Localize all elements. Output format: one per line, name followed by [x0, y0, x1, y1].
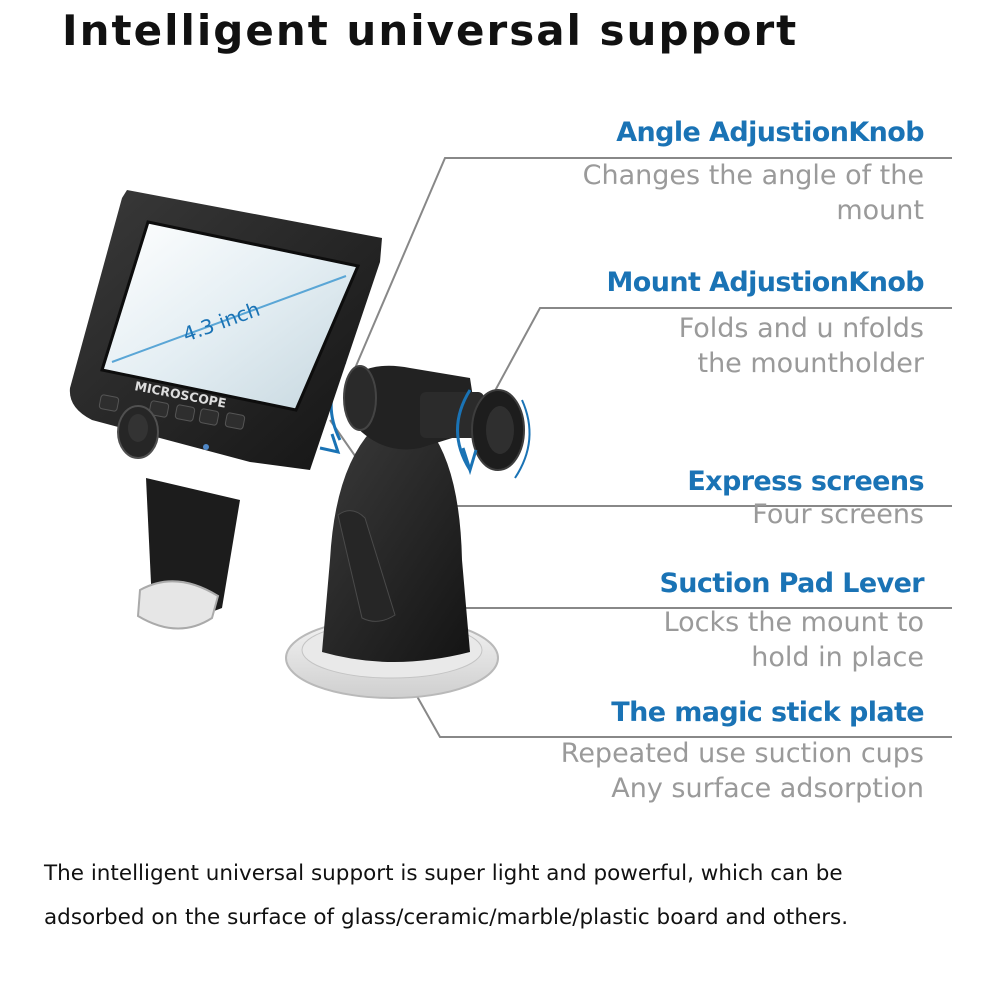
caption-text: The intelligent universal support is sup… [44, 861, 849, 930]
leader-mount-knob [489, 307, 952, 401]
leader-angle-knob [349, 157, 952, 381]
monitor-screen [100, 220, 361, 412]
lens-barrel [146, 478, 240, 615]
angle-knob [343, 365, 377, 431]
lens-tip [136, 580, 220, 630]
feature-description: Four screens [752, 499, 924, 530]
button-3 [174, 404, 196, 422]
suction-lever [337, 510, 396, 622]
screen-diagonal [111, 275, 347, 363]
feature-express-screens: Express screens Four screens [687, 466, 924, 532]
button-4 [198, 408, 220, 426]
feature-title: Angle AdjustionKnob [616, 117, 924, 148]
stand-base [322, 430, 470, 662]
power-led [203, 444, 209, 450]
button-5 [224, 412, 246, 430]
feature-description: Changes the angle of the mount [582, 160, 924, 226]
feature-description: Repeated use suction cups Any surface ad… [560, 738, 924, 804]
control-buttons [98, 394, 246, 430]
feature-title: Express screens [687, 466, 924, 497]
feature-title: Mount AdjustionKnob [606, 267, 925, 298]
feature-title: The magic stick plate [611, 697, 924, 728]
feature-title: Suction Pad Lever [659, 568, 924, 599]
feature-description: Folds and u nfolds the mountholder [678, 313, 924, 379]
button-1 [98, 394, 120, 412]
feature-angle-knob: Angle AdjustionKnob Changes the angle of… [582, 117, 925, 228]
page-title: Intelligent universal support [62, 6, 799, 55]
feature-description: Locks the mount to hold in place [663, 607, 924, 673]
feature-mount-knob: Mount AdjustionKnob Folds and u nfolds t… [607, 267, 925, 381]
feature-suction-lever: Suction Pad Lever Locks the mount to hol… [659, 568, 924, 675]
button-2 [148, 400, 170, 418]
feature-stick-plate: The magic stick plate Repeated use sucti… [560, 697, 925, 806]
